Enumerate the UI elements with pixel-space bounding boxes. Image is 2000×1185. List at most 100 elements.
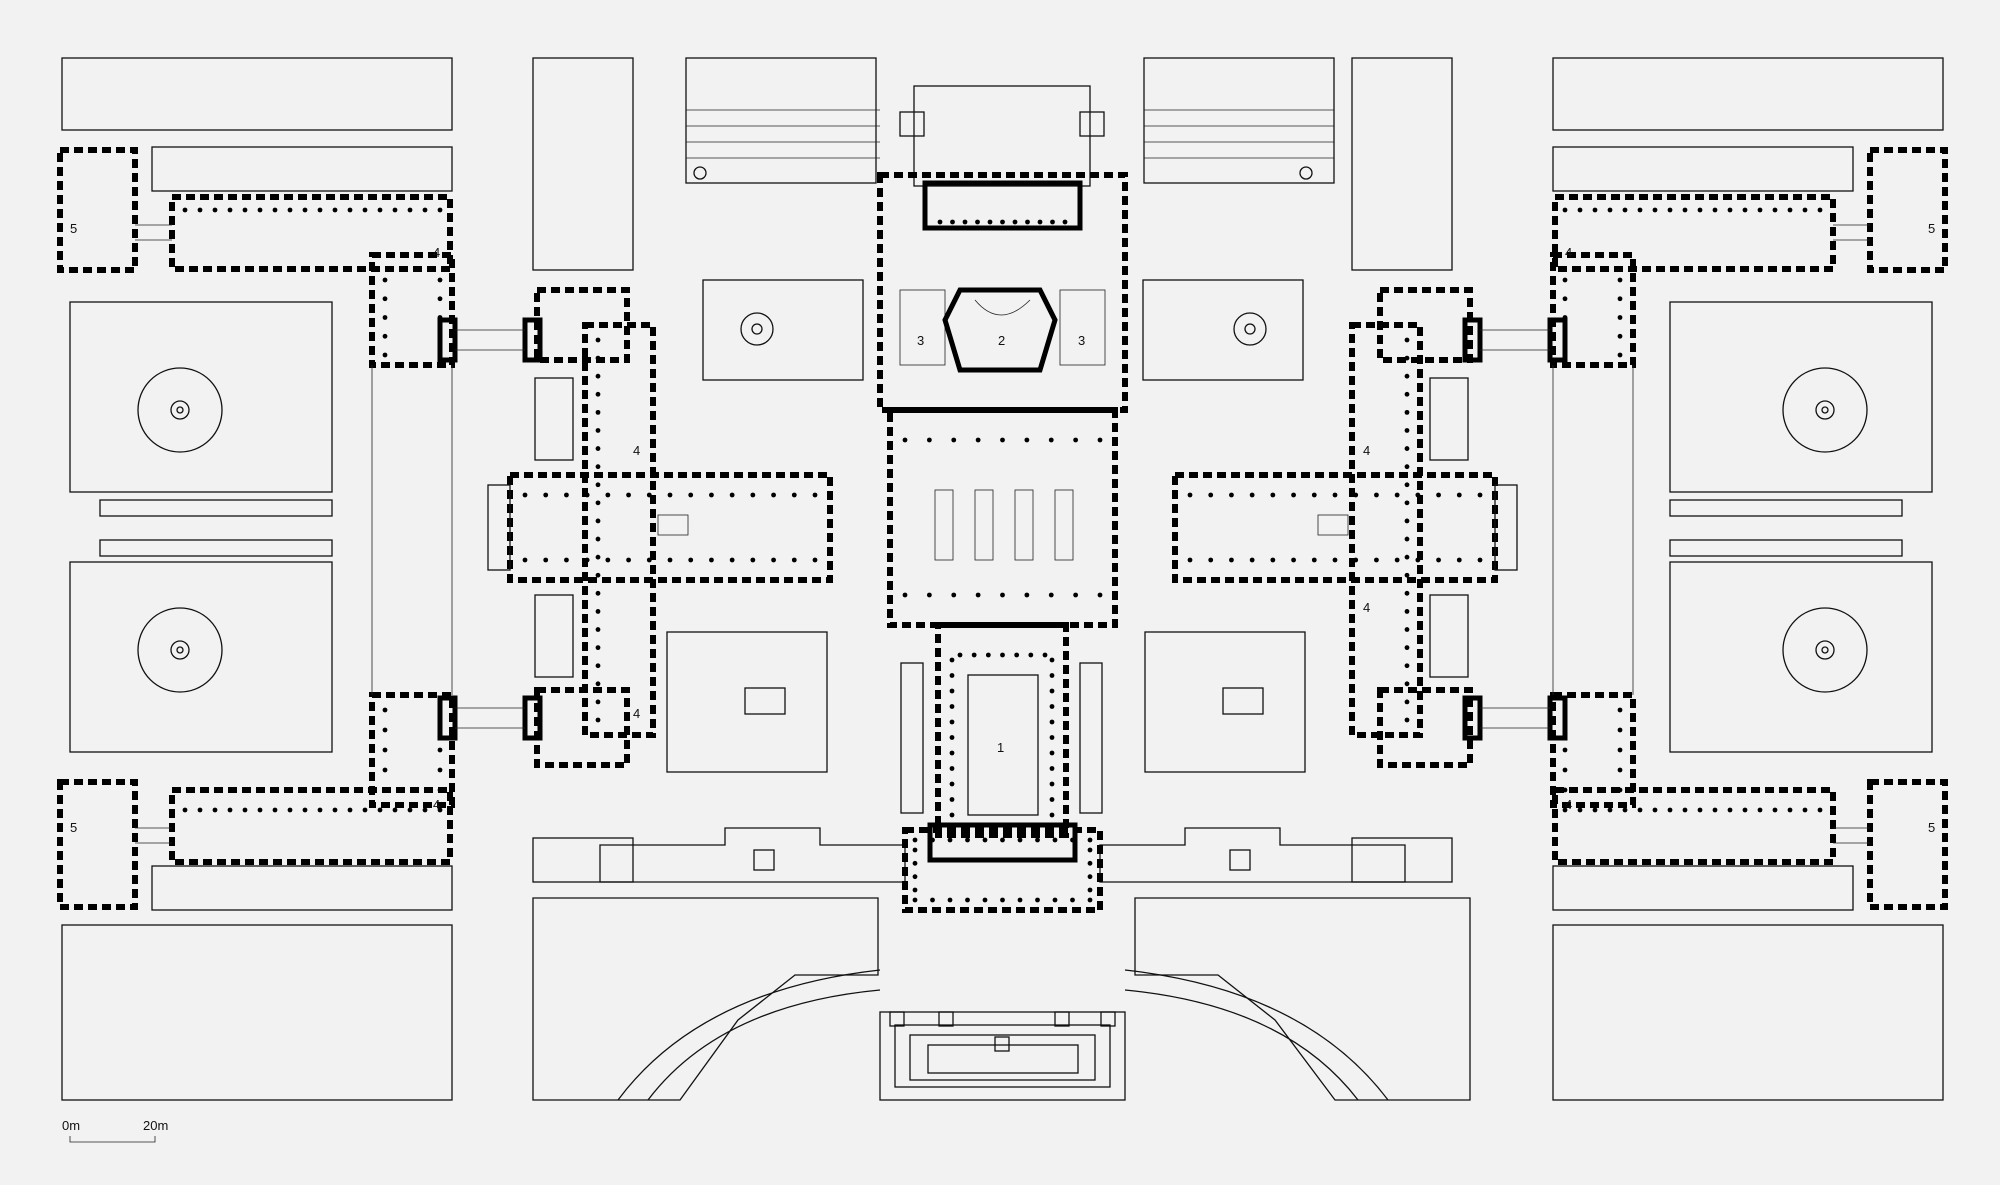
column	[982, 897, 988, 903]
column	[1697, 207, 1703, 213]
column	[257, 207, 263, 213]
column	[1404, 337, 1410, 343]
room-label-4-w-office-north: 4	[633, 443, 640, 458]
column	[1404, 355, 1410, 361]
column	[791, 557, 797, 563]
column	[437, 807, 443, 813]
room-label-5-se: 5	[1928, 820, 1935, 835]
column	[1025, 219, 1030, 225]
column	[287, 207, 293, 213]
column	[947, 897, 953, 903]
column	[437, 315, 443, 320]
column	[407, 807, 413, 813]
column	[1757, 207, 1763, 213]
column	[688, 557, 694, 563]
column	[595, 428, 601, 433]
column	[1607, 807, 1613, 813]
room-labels: 1 2 3 3 4 4 4 4 4 4 4 4 5 5 5 5	[70, 221, 1935, 835]
column	[595, 627, 601, 632]
column	[332, 807, 338, 813]
column	[595, 717, 601, 723]
column	[1052, 837, 1058, 843]
column	[1050, 219, 1055, 225]
column	[605, 492, 611, 498]
column	[437, 352, 443, 358]
column	[1667, 207, 1673, 213]
column	[1073, 437, 1079, 443]
column	[965, 837, 970, 843]
column	[1667, 807, 1673, 813]
column	[382, 727, 388, 733]
column	[1404, 627, 1410, 632]
column	[1249, 557, 1255, 563]
column	[595, 645, 601, 651]
column	[595, 554, 601, 560]
column	[595, 518, 601, 524]
column	[1682, 807, 1688, 813]
column	[1415, 492, 1421, 498]
column	[584, 492, 590, 498]
column	[926, 437, 932, 443]
column	[1712, 807, 1718, 813]
column	[1332, 557, 1338, 563]
column	[1049, 688, 1055, 694]
column	[1592, 807, 1598, 813]
column	[382, 747, 388, 753]
column	[182, 807, 188, 813]
column	[212, 807, 218, 813]
column	[362, 807, 368, 813]
room-label-3-east: 3	[1078, 333, 1085, 348]
column	[422, 807, 428, 813]
scale-end-label: 20m	[143, 1118, 168, 1133]
column	[437, 747, 443, 753]
column	[949, 673, 955, 678]
column	[1208, 557, 1214, 563]
column	[709, 557, 714, 563]
column	[1562, 767, 1568, 773]
column	[1087, 897, 1093, 903]
column	[1802, 807, 1808, 813]
scale-bar: 0m 20m	[62, 1118, 168, 1143]
column	[1456, 557, 1462, 563]
column	[949, 812, 955, 818]
column	[1617, 787, 1623, 793]
column	[1049, 750, 1055, 756]
column	[1742, 207, 1748, 213]
column	[1000, 437, 1005, 443]
column	[197, 207, 203, 213]
column	[377, 807, 383, 813]
column	[626, 492, 631, 498]
column	[227, 807, 233, 813]
column	[1592, 207, 1598, 213]
room-label-4-nw-wing: 4	[433, 245, 440, 260]
column	[1042, 652, 1048, 658]
column	[1049, 719, 1055, 725]
column	[667, 557, 673, 563]
column	[1332, 492, 1338, 498]
column	[951, 592, 957, 598]
column	[912, 860, 918, 866]
column	[1404, 500, 1410, 506]
column	[1607, 207, 1613, 213]
column	[347, 807, 353, 813]
column	[595, 572, 601, 578]
column	[242, 207, 248, 213]
column	[1802, 207, 1808, 213]
column	[1404, 464, 1410, 470]
column	[1037, 219, 1043, 225]
column	[382, 333, 388, 339]
column	[1049, 766, 1055, 771]
column	[1017, 837, 1023, 843]
column	[951, 437, 957, 443]
column	[1772, 807, 1778, 813]
column	[1374, 557, 1379, 563]
column	[595, 590, 601, 596]
column	[1562, 707, 1568, 713]
column	[272, 207, 278, 213]
column	[949, 766, 955, 771]
column	[985, 652, 991, 658]
column	[646, 557, 652, 563]
column	[987, 219, 993, 225]
column	[382, 787, 388, 793]
